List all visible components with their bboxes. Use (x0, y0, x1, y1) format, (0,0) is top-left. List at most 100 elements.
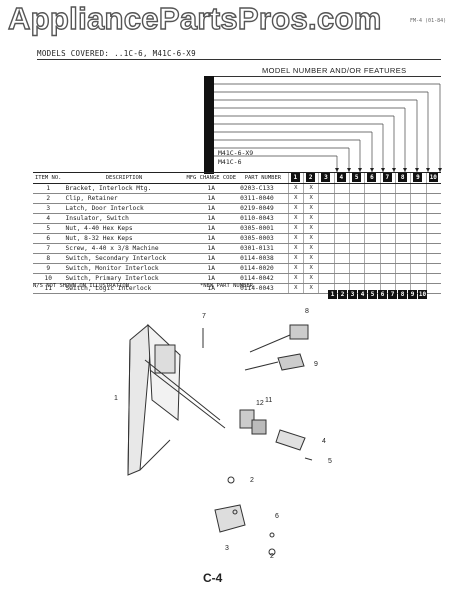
column-number: 2 (306, 173, 316, 182)
model-applicability-cell (318, 223, 335, 234)
model-applicability-cell (394, 273, 411, 284)
callout-11: 11 (265, 397, 272, 404)
features-header: MODEL NUMBER AND/OR FEATURES (262, 66, 407, 75)
model-applicability-cell (333, 213, 350, 224)
model-applicability-cell (348, 213, 365, 224)
model-applicability-cell: X (302, 233, 319, 244)
legend-not-shown: N/S NOT SHOWN ON ILLUSTRATION (33, 283, 130, 289)
legend-col: 6 (378, 290, 387, 299)
item-no: 7 (33, 243, 64, 254)
model-applicability-cell (425, 223, 441, 234)
model-applicability-cell (333, 223, 350, 234)
model-applicability-cell (333, 253, 350, 264)
model-applicability-cell (348, 193, 365, 204)
legend-col: 8 (398, 290, 407, 299)
callout-7: 7 (202, 313, 206, 320)
model-applicability-cell (318, 183, 335, 194)
part-number: 0305-0003 (238, 233, 289, 244)
part-number: 0114-0043 (238, 283, 289, 294)
callout-9: 9 (314, 361, 318, 368)
change-code: 1A (184, 273, 239, 284)
model-applicability-cell (318, 253, 335, 264)
model-applicability-cell (379, 273, 396, 284)
model-applicability-cell (425, 273, 441, 284)
legend-new-part: *NEW PART NUMBER (200, 283, 253, 289)
model-applicability-cell (425, 243, 441, 254)
model-applicability-cell (318, 273, 335, 284)
model-applicability-cell (379, 223, 396, 234)
model-applicability-cell (318, 193, 335, 204)
change-code: 1A (184, 233, 239, 244)
form-number: FM-4 (01-84) (410, 18, 447, 24)
item-no: 6 (33, 233, 64, 244)
legend-col: 3 (348, 290, 357, 299)
legend-col: 2 (338, 290, 347, 299)
model-applicability-cell (410, 203, 427, 214)
model-applicability-cell (333, 183, 350, 194)
model-applicability-cell (379, 263, 396, 274)
callout-12: 12 (256, 400, 264, 407)
model-applicability-cell (425, 193, 441, 204)
part-number: 0114-0020 (238, 263, 289, 274)
model-applicability-cell (379, 183, 396, 194)
model-applicability-cell (364, 193, 381, 204)
model-applicability-cell (425, 283, 441, 294)
change-code: 1A (184, 253, 239, 264)
header-part-number: PART NUMBER (238, 172, 289, 184)
part-number: 0114-0038 (238, 253, 289, 264)
item-no: 10 (33, 273, 64, 284)
description: Nut, 8-32 Hex Keps (63, 233, 185, 244)
model-applicability-cell (394, 223, 411, 234)
model-applicability-cell (333, 243, 350, 254)
item-no: 3 (33, 203, 64, 214)
model-applicability-cell (410, 193, 427, 204)
model-applicability-cell (379, 213, 396, 224)
header-rule (37, 59, 441, 60)
model-applicability-cell: X (287, 283, 304, 294)
model-applicability-cell (348, 233, 365, 244)
parts-table-header: ITEM NO. DESCRIPTION MFG CHANGE CODE PAR… (33, 172, 441, 184)
model-applicability-cell (425, 233, 441, 244)
column-number: 8 (398, 173, 408, 182)
part-number: 0219-0049 (238, 203, 289, 214)
model-applicability-cell (410, 213, 427, 224)
page-number: C-4 (203, 571, 223, 585)
callout-2: 2 (250, 477, 254, 484)
column-number: 1 (290, 173, 300, 182)
model-applicability-cell: X (302, 283, 319, 294)
model-applicability-cell (364, 273, 381, 284)
models-covered-label: MODELS COVERED: (37, 49, 110, 58)
model-applicability-cell (379, 233, 396, 244)
watermark-text: AppliancePartsPros.com (7, 1, 382, 36)
exploded-diagram: 7 8 9 1 12 4 5 11 2 6 3 2 (114, 308, 332, 560)
model-applicability-cell (394, 253, 411, 264)
model-applicability-cell: X (302, 203, 319, 214)
model-applicability-cell: X (302, 253, 319, 264)
column-number: 10 (428, 173, 438, 182)
legend-col: 7 (388, 290, 397, 299)
model-applicability-cell (348, 263, 365, 274)
description: Latch, Door Interlock (63, 203, 185, 214)
model-applicability-cell (333, 193, 350, 204)
model-applicability-cell: X (287, 273, 304, 284)
legend-col: 4 (358, 290, 367, 299)
models-covered: MODELS COVERED: ..1C-6, M41C-6-X9 (37, 49, 196, 58)
part-number: 0114-0042 (238, 273, 289, 284)
model-applicability-cell: X (287, 253, 304, 264)
callout-1: 1 (114, 395, 118, 402)
model-applicability-cell (318, 203, 335, 214)
change-code: 1A (184, 263, 239, 274)
features-rule (208, 76, 441, 77)
item-no: 1 (33, 183, 64, 194)
model-applicability-cell (425, 213, 441, 224)
item-no: 11 (33, 283, 64, 294)
model-applicability-cell (348, 273, 365, 284)
callout-5: 5 (328, 458, 332, 465)
part-number: 0301-0131 (238, 243, 289, 254)
model-applicability-cell (394, 233, 411, 244)
legend-col: 10 (418, 290, 427, 299)
